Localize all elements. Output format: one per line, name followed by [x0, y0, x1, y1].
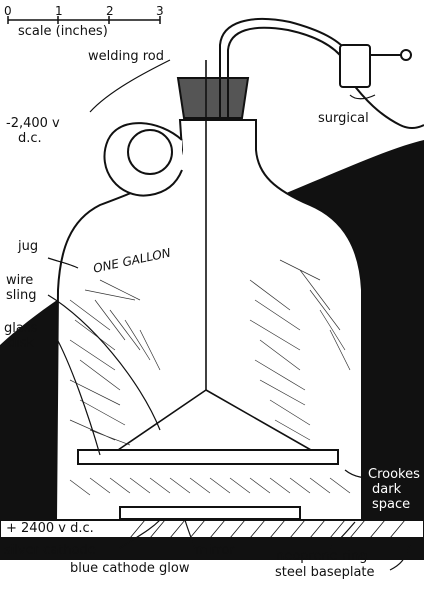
mirror-label: mirror [195, 543, 235, 558]
glow-hatching [69, 259, 351, 496]
wire-sling-line-2: sling [6, 288, 37, 303]
baseplate-hatching [129, 519, 406, 539]
steel-baseplate [0, 519, 424, 539]
crookes-line-2: dark [372, 482, 402, 497]
jug-label: jug [18, 239, 39, 254]
glass-disk-line-2: disk [8, 336, 35, 351]
wire-sling [117, 389, 326, 459]
glass-disk-line-1: glass [4, 321, 38, 336]
voltage-top-line-1: -2,400 v [6, 116, 60, 131]
scale-tick-1: 1 [55, 4, 63, 18]
voltage-bottom-label: + 2400 v d.c. [6, 521, 94, 536]
surgical-tubing-line-2: tubing to [318, 127, 377, 142]
surgical-tubing-line-3: pumps [318, 143, 363, 158]
tubing-clamp [339, 44, 412, 88]
voltage-top-line-2: d.c. [18, 131, 42, 146]
mirror [119, 506, 301, 520]
crookes-line-1: Crookes [368, 467, 420, 482]
jug-handle [103, 122, 183, 197]
crookes-line-3: space [372, 497, 411, 512]
scale-bar [7, 16, 161, 24]
silver-cathode-label: silver cathode [4, 543, 96, 558]
blue-cathode-glow-label: blue cathode glow [70, 561, 190, 576]
surgical-tubing-line-1: surgical [318, 111, 369, 126]
leader-lines [47, 59, 411, 571]
wire-sling-line-1: wire [6, 273, 34, 288]
steel-baseplate-label: steel baseplate [275, 565, 375, 580]
scale-tick-0: 0 [4, 4, 12, 18]
welding-rod-label: welding rod [88, 49, 164, 64]
glass-disk [77, 449, 339, 465]
scale-label: scale (inches) [18, 24, 108, 39]
scale-tick-2: 2 [106, 4, 114, 18]
rubber-stopper [176, 77, 250, 119]
scale-tick-3: 3 [156, 4, 164, 18]
surgical-tubing [219, 18, 424, 129]
neoprene-ring-label: neoprene ring [276, 549, 368, 564]
